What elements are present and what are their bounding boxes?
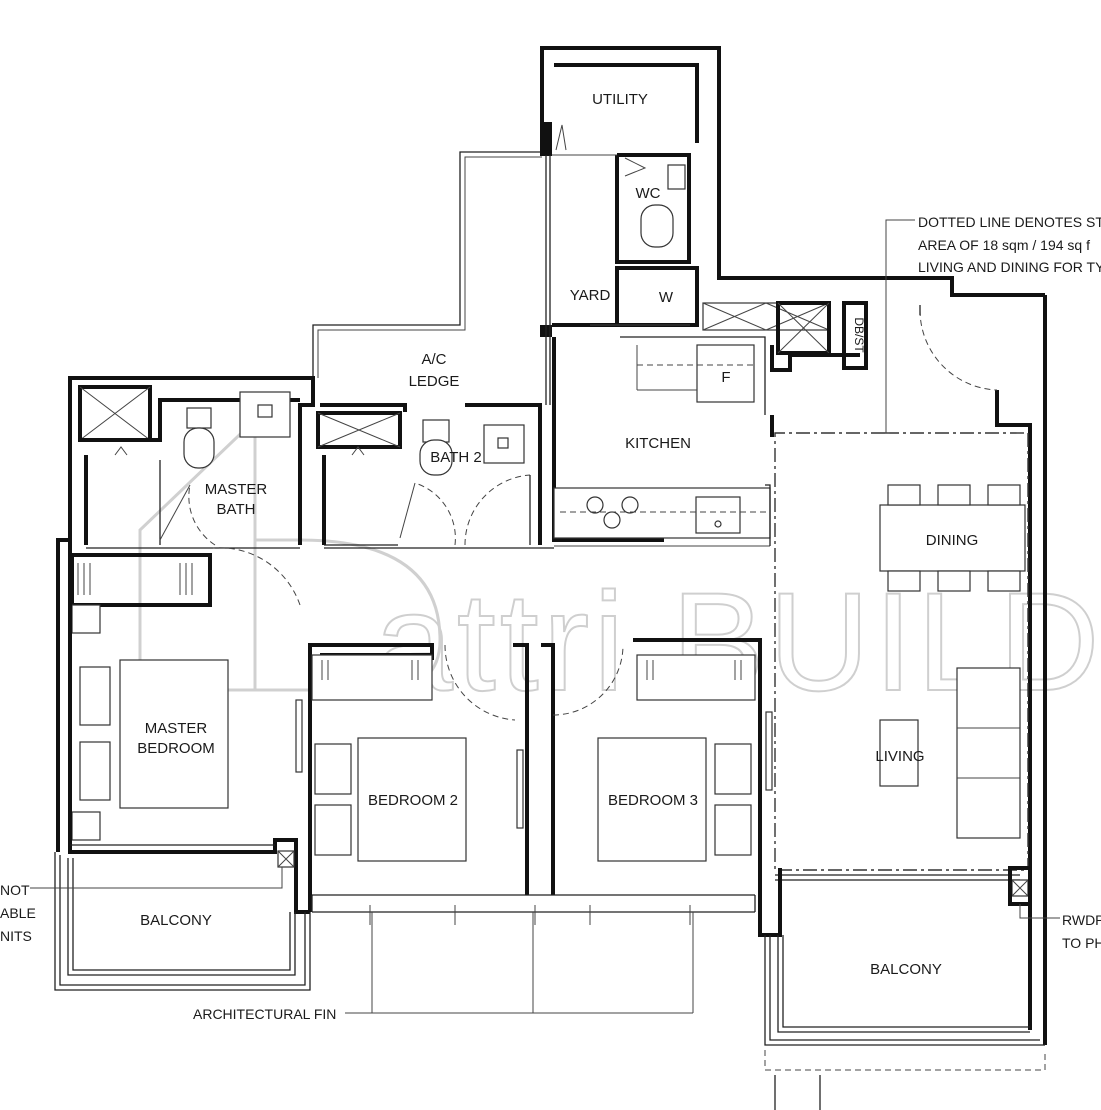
label-master-bedroom-1: MASTER <box>145 720 208 737</box>
note-dotted-1: DOTTED LINE DENOTES STI <box>918 214 1101 230</box>
note-rwdp-1: RWDP <box>1062 912 1101 928</box>
room-labels: UTILITY WC YARD W A/C LEDGE F KITCHEN DB… <box>137 91 978 978</box>
label-kitchen: KITCHEN <box>625 435 691 452</box>
ac-ledge-outline <box>312 151 542 378</box>
master-bedroom-walls <box>56 538 310 914</box>
balcony-outlines <box>54 852 1046 1071</box>
label-yard: YARD <box>570 287 611 304</box>
notes: DOTTED LINE DENOTES STI AREA OF 18 sqm /… <box>0 214 1101 1022</box>
label-washer: W <box>659 289 674 306</box>
note-not-2: ABLE <box>0 905 36 921</box>
note-not-3: NITS <box>0 928 32 944</box>
service-block <box>540 46 1045 405</box>
label-master-bath-2: BATH <box>217 501 256 518</box>
label-bath2: BATH 2 <box>430 449 481 466</box>
label-wc: WC <box>636 185 661 202</box>
label-dining: DINING <box>926 532 979 549</box>
kitchen-walls <box>552 336 860 547</box>
note-fin: ARCHITECTURAL FIN <box>193 1006 336 1022</box>
annotation-leaders <box>30 219 1060 1110</box>
note-not-1: NOT <box>0 882 30 898</box>
living-dining-walls <box>758 295 1047 1045</box>
note-dotted-3: LIVING AND DINING FOR TY <box>918 259 1101 275</box>
label-ac-ledge-1: A/C <box>421 351 446 368</box>
label-bedroom2: BEDROOM 2 <box>368 792 458 809</box>
label-fridge: F <box>721 369 730 386</box>
label-living: LIVING <box>875 748 924 765</box>
label-balcony-right: BALCONY <box>870 961 942 978</box>
label-bedroom3: BEDROOM 3 <box>608 792 698 809</box>
label-ac-ledge-2: LEDGE <box>409 373 460 390</box>
label-db-st: DB/ST <box>852 317 866 353</box>
label-master-bedroom-2: BEDROOM <box>137 740 215 757</box>
bedroom-walls <box>308 638 762 925</box>
bath-walls <box>68 376 554 549</box>
label-utility: UTILITY <box>592 91 648 108</box>
label-master-bath-1: MASTER <box>205 481 268 498</box>
note-rwdp-2: TO PH <box>1062 935 1101 951</box>
label-balcony-left: BALCONY <box>140 912 212 929</box>
note-dotted-2: AREA OF 18 sqm / 194 sq f <box>918 237 1090 253</box>
